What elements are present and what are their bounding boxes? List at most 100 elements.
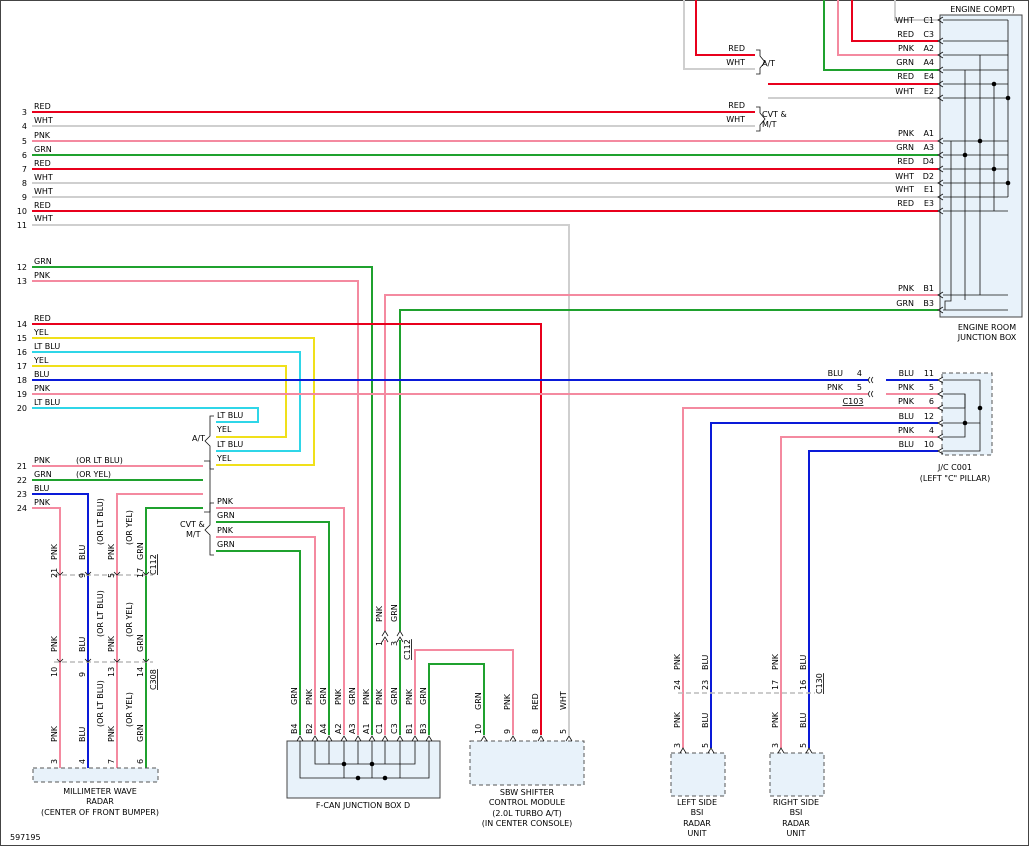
- fcan-pin-A2-color: PNK: [334, 688, 343, 705]
- at-left-yel-2: YEL: [216, 454, 232, 463]
- erjb-pin-C1-chevron: [937, 16, 944, 24]
- mmw-chain-alt-yel-2: (OR YEL): [125, 692, 134, 727]
- row-17-color-label: YEL: [33, 356, 49, 365]
- row-11-color-label: WHT: [34, 214, 53, 223]
- c112b-socket-cup-1: [396, 636, 404, 643]
- row-6-color-label: GRN: [34, 145, 52, 154]
- lsr-3-wire: [682, 407, 938, 748]
- c3-feed: [851, 0, 938, 42]
- cvt-label-left-1: CVT &: [180, 520, 205, 529]
- top-red-feed: [695, 0, 755, 56]
- fcan-name: F-CAN JUNCTION BOX D: [316, 801, 410, 810]
- jc-pin-4-color: PNK: [898, 426, 915, 435]
- c112b-pin-1: 1: [375, 641, 384, 646]
- row-5-color-label: PNK: [34, 131, 51, 140]
- fcan-pin-C3-color: GRN: [390, 687, 399, 705]
- erjb-pin-C1-number: C1: [923, 16, 934, 25]
- fcan-pin-B1-color: PNK: [405, 688, 414, 705]
- row-15-wire: [32, 337, 315, 466]
- mmw-chain-color-0-3: GRN: [136, 542, 145, 560]
- mmw-chain-color-2-1: BLU: [78, 726, 87, 742]
- mmw-name-2: RADAR: [86, 797, 114, 806]
- radar-color-3: BLU: [799, 712, 808, 728]
- row-3-color-label: RED: [34, 102, 51, 111]
- c112-pin-17: 17: [136, 568, 145, 578]
- row-24-color-label: PNK: [34, 498, 51, 507]
- c130-color-3: BLU: [799, 654, 808, 670]
- c308-pin-14: 14: [136, 667, 145, 677]
- erjb-pin-E3-color: RED: [897, 199, 914, 208]
- row-23-color-label: BLU: [34, 484, 50, 493]
- mmw-chain-color-1-2: PNK: [107, 635, 116, 652]
- jc-loop-pnk-b: [943, 394, 966, 409]
- mmw-name-3: (CENTER OF FRONT BUMPER): [41, 808, 159, 817]
- mmw-chain-chevron-6: [113, 658, 121, 663]
- erjb-pin-C3-chevron: [937, 37, 944, 45]
- mmw-chain-color-0-2: PNK: [107, 543, 116, 560]
- jc-c103-5-number: 5: [857, 383, 862, 392]
- fcan-pin-B2-color: PNK: [305, 688, 314, 705]
- row-16-number: 16: [17, 348, 27, 357]
- jc-c103-4-color: BLU: [828, 369, 844, 378]
- mmw-pin-3: 3: [50, 759, 59, 764]
- top-brace-red-label: RED: [728, 44, 745, 53]
- rsr-3-wire: [780, 436, 938, 748]
- at-brace-top: [756, 49, 766, 75]
- rows-21-24-brace: [204, 460, 211, 513]
- erjb-pin-A1-color: PNK: [898, 129, 915, 138]
- erjb-pin-D2-color: WHT: [895, 172, 914, 181]
- fcan-pin-A3-cup: [354, 735, 362, 742]
- cvt-left-pnk-2: PNK: [217, 526, 234, 535]
- cvt-brace-red-label: RED: [728, 101, 745, 110]
- erjb-pin-C1-color: WHT: [895, 16, 914, 25]
- mmw-chain-color-2-2: PNK: [107, 725, 116, 742]
- erjb-pin-D2-chevron: [937, 179, 944, 187]
- erjb-pin-D2-number: D2: [923, 172, 934, 181]
- cvt-label-top-1: CVT &: [762, 110, 787, 119]
- erjb-pin-A1-chevron: [937, 137, 944, 145]
- fcan-pin-A3-color: GRN: [348, 687, 357, 705]
- jc-pin-4-chevron: [937, 433, 944, 441]
- lsr-5-wire: [710, 422, 938, 748]
- row-24-wire: [32, 507, 61, 768]
- jc-c001-location: (LEFT "C" PILLAR): [920, 474, 990, 483]
- row-20-color-label: LT BLU: [34, 398, 60, 407]
- at-left-ltblu-2: LT BLU: [217, 440, 243, 449]
- fcan-pin-C1-color: PNK: [375, 688, 384, 705]
- c112b-socket-cup-0: [381, 636, 389, 643]
- fcan-pin-B3-color: GRN: [419, 687, 428, 705]
- wire-layer: [32, 0, 938, 768]
- row-12-number: 12: [17, 263, 27, 272]
- erjb-pin-A3-color: GRN: [896, 143, 914, 152]
- c112b-pnk-label: PNK: [375, 605, 384, 622]
- mmw-chain-color-2-0: PNK: [50, 725, 59, 742]
- row-18-color-label: BLU: [34, 370, 50, 379]
- rsr-name-3: RADAR: [782, 819, 810, 828]
- fcan-bus-dot-2: [369, 761, 375, 767]
- c130-pin-16: 16: [799, 680, 808, 690]
- erjb-pin-A2-color: PNK: [898, 44, 915, 53]
- erjb-splice-dot-2: [977, 138, 983, 144]
- jc-pin-10-color: BLU: [899, 440, 915, 449]
- mmw-pin6-wire: [145, 507, 203, 768]
- sbw-name-1: SBW SHIFTER: [500, 788, 555, 797]
- rsr-pin-cup-0: [777, 747, 785, 754]
- c130-pin-23: 23: [701, 680, 710, 690]
- erjb-splice-dot-3: [962, 152, 968, 158]
- row-8-color-label: WHT: [34, 173, 53, 182]
- mmw-pin7-wire: [116, 493, 203, 768]
- jc-pin-11-color: BLU: [899, 369, 915, 378]
- jc-c103-5-color: PNK: [827, 383, 844, 392]
- c308-label: C308: [149, 669, 158, 690]
- millimeter-wave-radar: [32, 767, 159, 783]
- row-17-wire: [32, 365, 287, 438]
- row-8-number: 8: [22, 179, 27, 188]
- row-9-number: 9: [22, 193, 27, 202]
- row-24-number: 24: [17, 504, 27, 513]
- jc-pin-12-color: BLU: [899, 412, 915, 421]
- erjb-pin-A4-chevron: [937, 66, 944, 74]
- c112-label-left: C112: [149, 554, 158, 575]
- erjb-pin-A3-chevron: [937, 151, 944, 159]
- a4-feed: [823, 0, 938, 71]
- c308-pin-10: 10: [50, 667, 59, 677]
